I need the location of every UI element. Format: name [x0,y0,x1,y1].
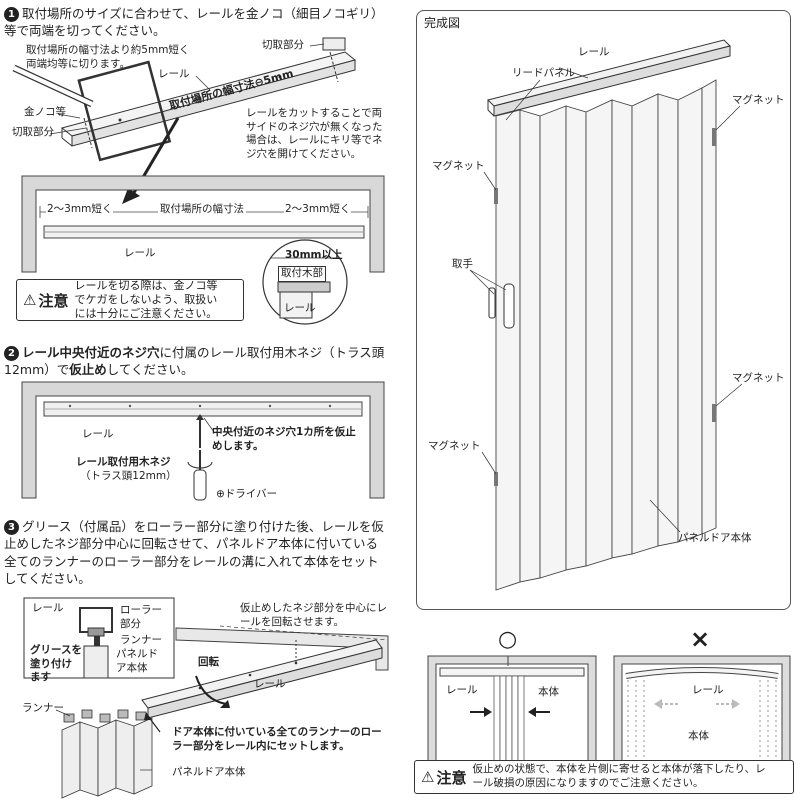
bottom-caution-head: ⚠ 注意 [415,767,472,788]
step3-label-roller: ローラー部分 [120,604,168,631]
step1-caution-box: ⚠ 注意 レールを切る際は、金ノコ等でケガをしないよう、取扱いには十分にご注意く… [16,279,244,321]
step3-label-rail-detail: レール [32,602,64,614]
compare-ok-symbol: ○ [498,627,518,652]
step1-detail-wood: 取付木部 [278,266,326,282]
compare-illustration [427,655,791,763]
compare-ok-body: 本体 [538,686,559,698]
step1-label-kinoko: 金ノコ等 [24,106,66,118]
bottom-caution-text: 仮止めの状態で、本体を片側に寄せると本体が落下したり、レール破損の原因になります… [472,763,766,789]
step2-number: 2 [4,346,19,361]
step1-note-holes: レールをカットすることで両サイドのネジ穴が無くなった場合は、レールにキリ等でネジ… [246,107,391,162]
compare-ng-body: 本体 [688,730,709,742]
step3-label-rotate-note: 仮止めしたネジ部分を中心にレールを回転させます。 [240,602,390,629]
completion-label-rail: レール [578,46,610,58]
step1-label-rail: レール [158,68,190,80]
completion-label-magnet-bl: マグネット [428,440,481,452]
step3-number: 3 [4,520,19,535]
step1-label-cut-left: 切取部分 [12,126,54,138]
completion-label-panel-body: パネルドア本体 [678,532,752,544]
completion-title: 完成図 [424,16,461,30]
step3-label-panel-detail: パネルドア本体 [116,648,168,675]
step3-label-grease-text: グリースを塗り付けます [30,644,82,684]
step1-dim-left: 2〜3mm短く [46,203,114,217]
step1-saw-rail-illustration [12,37,357,204]
step1-number: 1 [4,7,19,22]
warning-triangle-icon: ⚠ [23,291,37,309]
step1-text: 取付場所のサイズに合わせて、レールを金ノコ（細目ノコギリ）等で両端を切ってくださ… [4,6,384,39]
completion-label-magnet-tr: マグネット [732,94,785,106]
step3-label-grease: グリースを塗り付けます [30,644,82,685]
completion-box [416,10,791,610]
step2-mid: に付属のレール取付用木ネジ（トラス頭12mm）で [4,345,385,378]
compare-ng-symbol: × [690,625,711,653]
step3-label-rotate: 回転 [198,656,219,668]
step1-detail-rail: レール [284,302,316,314]
step3-label-set-note-text: ドア本体に付いている全てのランナーのローラー部分をレール内にセットします。 [172,726,382,752]
step3-label-rail-main: レール [254,678,286,690]
completion-label-lead-panel: リードパネル [512,67,575,79]
step1-label-rail-bottom: レール [124,247,156,259]
step2-end: してください。 [106,362,194,378]
step3-text: グリース（付属品）をローラー部分に塗り付けた後、レールを仮止めしたネジ部分中心に… [4,519,384,586]
step3-illustration [23,597,389,799]
step3-label-roller-text: ローラー部分 [120,604,162,630]
step3-label-rotate-note-text: 仮止めしたネジ部分を中心にレールを回転させます。 [240,602,387,628]
step1-note-short-text: 取付場所の幅寸法より約5mm短く両端均等に切ります。 [26,44,190,70]
step3-label-panel-main: パネルドア本体 [172,766,246,778]
step1-caution-title: 注意 [38,291,69,310]
compare-ok-rail: レール [446,684,478,696]
completion-label-handle: 取手 [452,258,473,270]
step1-dim-center: 取付場所の幅寸法 [158,203,246,217]
completion-door-illustration [469,39,743,591]
step1-door-frame [21,175,385,325]
step3-label-panel-detail-text: パネルドア本体 [116,648,158,674]
step1-caution-text: レールを切る際は、金ノコ等でケガをしないよう、取扱いには十分にご注意ください。 [74,278,218,321]
step1-detail-size: 30mm以上 [285,249,343,261]
step2-door-frame [21,381,385,501]
warning-triangle-icon: ⚠ [421,768,435,786]
bottom-caution-box: ⚠ 注意 仮止めの状態で、本体を片側に寄せると本体が落下したり、レール破損の原因… [414,760,794,794]
step3-label-runner-main: ランナー [22,702,64,714]
step2-bold2: 仮止め [69,362,107,378]
step2-screw-sub: （トラス頭12mm） [80,470,177,482]
step1-caution-head: ⚠ 注意 [17,290,74,311]
step2-callout-text: 中央付近のネジ穴1カ所を仮止めします。 [212,426,356,452]
step1-note-holes-text: レールをカットすることで両サイドのネジ穴が無くなった場合は、レールにキリ等でネジ… [246,107,383,160]
step2-driver-label: ⊕ドライバー [216,488,278,500]
completion-label-magnet-l: マグネット [432,160,485,172]
step1-label-cut-right: 切取部分 [262,39,304,51]
compare-ng-rail: レール [692,684,724,696]
step2-bold1: レール中央付近のネジ穴 [22,345,160,360]
step1-note-short: 取付場所の幅寸法より約5mm短く両端均等に切ります。 [26,44,191,71]
step2-screw-label: レール取付用木ネジ [76,456,171,468]
step3-label-set-note: ドア本体に付いている全てのランナーのローラー部分をレール内にセットします。 [172,726,384,753]
bottom-caution-title: 注意 [436,768,467,787]
step2-callout: 中央付近のネジ穴1カ所を仮止めします。 [212,426,362,453]
step3-label-runner-detail: ランナー [120,634,162,646]
completion-label-magnet-r: マグネット [732,372,785,384]
step1-dim-right: 2〜3mm短く [284,203,352,217]
step2-label-rail: レール [82,428,114,440]
